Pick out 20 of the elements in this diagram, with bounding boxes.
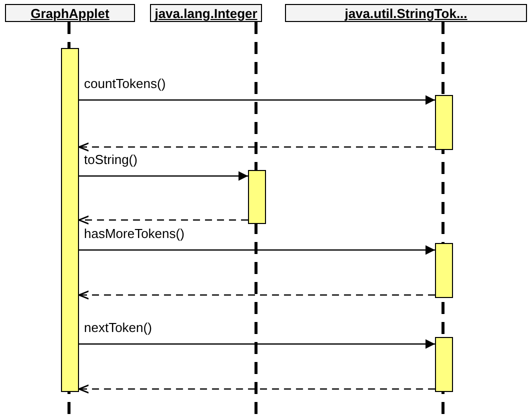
message-arrow xyxy=(79,339,435,349)
message-arrow xyxy=(79,95,435,105)
message-label: nextToken() xyxy=(83,320,153,335)
return-arrow xyxy=(78,384,435,394)
message-label: hasMoreTokens() xyxy=(83,226,186,241)
return-arrow xyxy=(78,290,435,300)
return-arrow xyxy=(78,142,435,152)
activation-bar xyxy=(248,170,266,224)
message-arrow xyxy=(79,171,248,181)
message-arrow xyxy=(79,245,435,255)
activation-bar xyxy=(435,337,453,392)
message-label: countTokens() xyxy=(83,76,167,91)
activation-bar xyxy=(435,243,453,298)
activation-bar xyxy=(61,48,79,392)
message-label: toString() xyxy=(83,152,138,167)
lifeline-header: GraphApplet xyxy=(5,4,135,22)
lifeline-header: java.util.StringTok... xyxy=(285,4,527,22)
lifeline-header: java.lang.Integer xyxy=(150,4,262,22)
activation-bar xyxy=(435,95,453,150)
return-arrow xyxy=(78,215,248,225)
